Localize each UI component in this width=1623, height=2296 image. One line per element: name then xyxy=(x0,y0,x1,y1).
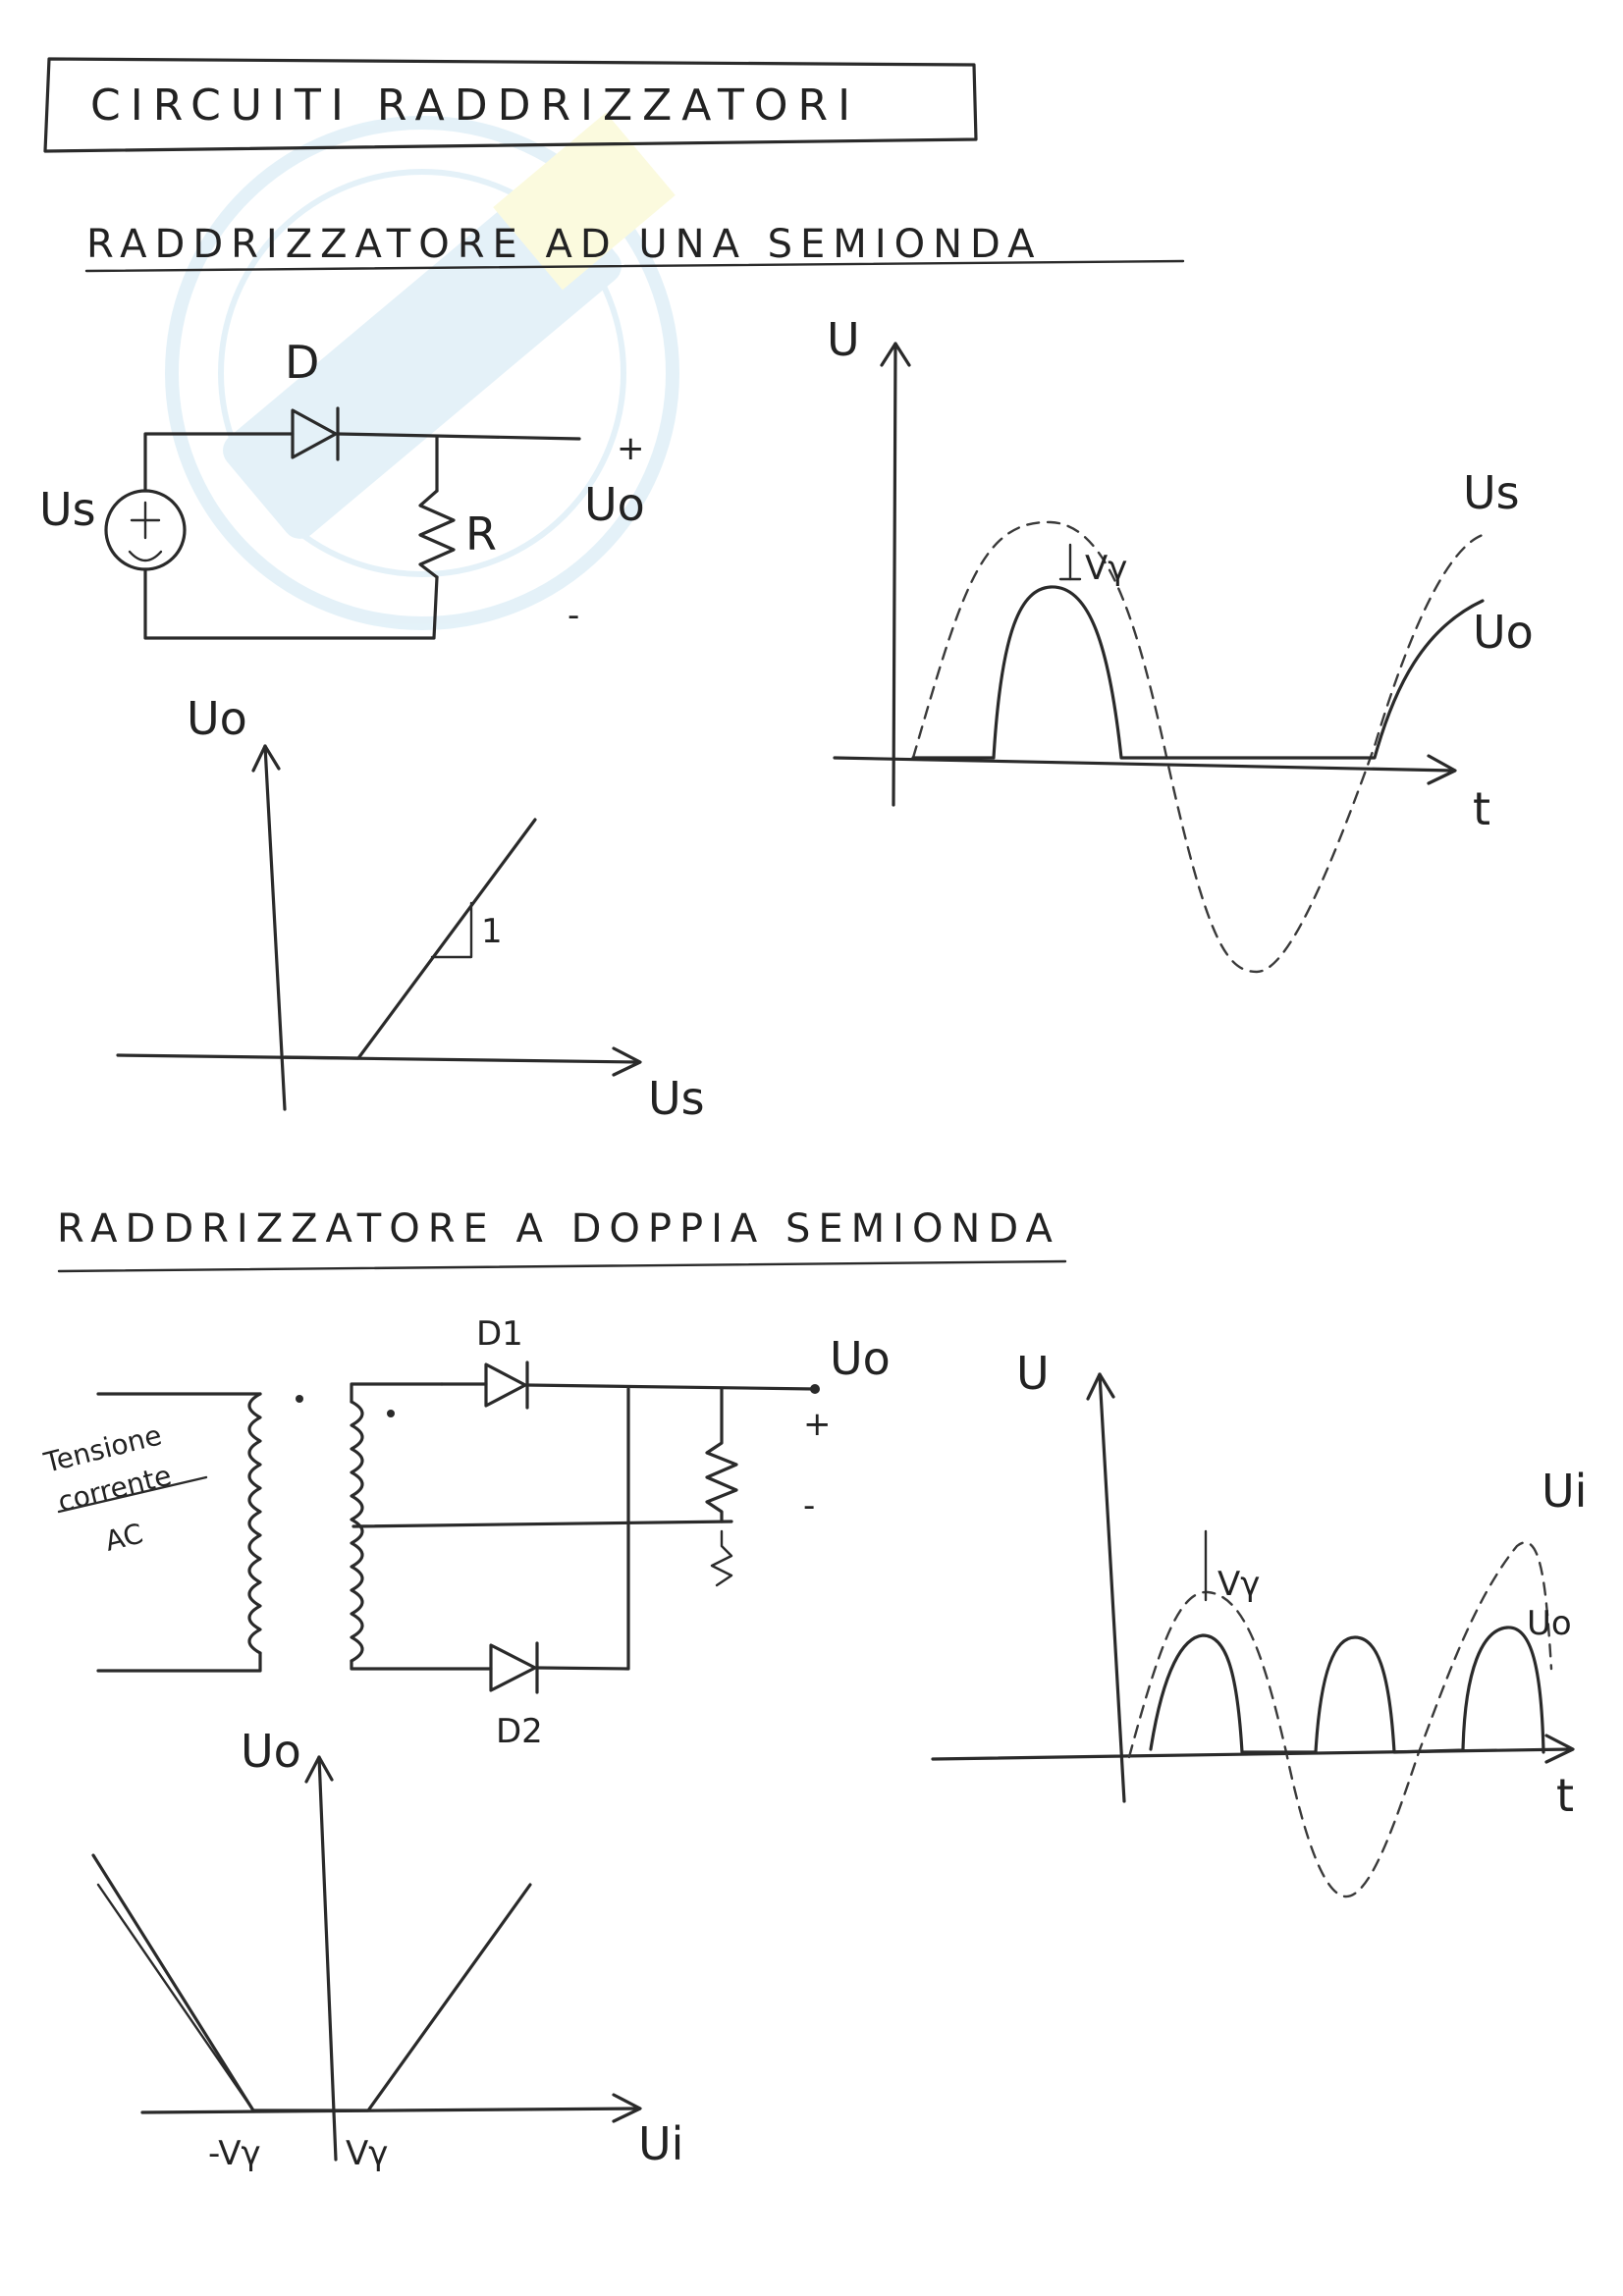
diode-d1-icon xyxy=(484,1362,527,1408)
transfer2-ui-label: Ui xyxy=(638,2117,683,2170)
half-wave-transfer-graph xyxy=(116,744,642,1111)
section-half-wave-title: RADDRIZZATORE AD UNA SEMIONDA xyxy=(86,222,1042,267)
section-full-wave-title: RADDRIZZATORE A DOPPIA SEMIONDA xyxy=(57,1206,1060,1252)
y-axis-arrow-icon xyxy=(251,744,281,773)
waveform-vgamma-label: Vγ xyxy=(1085,549,1127,588)
x-axis-arrow-icon xyxy=(1544,1734,1575,1764)
x-axis xyxy=(140,2107,640,2114)
output-uo-label-2: Uo xyxy=(830,1332,891,1385)
waveform2-vgamma-label: Vγ xyxy=(1217,1565,1260,1604)
full-wave-transfer-graph xyxy=(91,1755,642,2162)
output-plus-label: + xyxy=(617,429,645,468)
full-wave-waveform-graph xyxy=(931,1372,1575,1898)
load-resistor-icon xyxy=(705,1387,738,1523)
x-axis-arrow-icon xyxy=(612,2093,642,2123)
diode-d-icon xyxy=(291,408,338,459)
transfer2-neg-vgamma: -Vγ xyxy=(208,2134,261,2173)
section-full-wave-underline xyxy=(57,1259,1067,1273)
waveform2-y-label: U xyxy=(1016,1347,1050,1400)
full-wave-circuit xyxy=(96,1361,820,1694)
waveform-us-label: Us xyxy=(1463,466,1520,519)
x-axis-arrow-icon xyxy=(612,1046,642,1077)
transfer-us-label: Us xyxy=(648,1072,705,1125)
diode-d-label: D xyxy=(285,336,319,389)
output-minus-label: - xyxy=(568,596,579,635)
transformer-primary-icon xyxy=(247,1392,262,1655)
transfer2-uo-label: Uo xyxy=(241,1725,301,1778)
y-axis xyxy=(1098,1372,1126,1803)
y-axis-arrow-icon xyxy=(1086,1372,1115,1401)
waveform-y-label: U xyxy=(827,313,860,366)
section-half-wave-underline xyxy=(84,259,1185,273)
page-title-box xyxy=(43,57,978,153)
diode-d1-label: D1 xyxy=(476,1314,523,1354)
waveform-x-label: t xyxy=(1473,782,1490,835)
watermark-stamp xyxy=(165,112,679,630)
transformer-secondary-icon xyxy=(350,1400,364,1663)
y-axis xyxy=(317,1755,338,2162)
x-axis xyxy=(116,1053,640,1064)
x-axis xyxy=(833,756,1455,773)
output-uo-label: Uo xyxy=(584,478,645,531)
x-axis-arrow-icon xyxy=(1427,754,1457,785)
transfer-uo-label: Uo xyxy=(187,692,247,745)
waveform-uo-label: Uo xyxy=(1473,606,1534,659)
y-axis-arrow-icon xyxy=(880,342,911,367)
resistor-r-icon xyxy=(418,489,456,579)
output-minus-label-2: - xyxy=(803,1486,815,1525)
resistor-r-label: R xyxy=(465,507,497,561)
diode-d2-icon xyxy=(489,1643,537,1692)
waveform2-uo-label: Uo xyxy=(1527,1604,1572,1643)
transfer2-pos-vgamma: Vγ xyxy=(346,2134,388,2173)
half-wave-waveform-graph xyxy=(833,342,1485,974)
waveform2-x-label: t xyxy=(1556,1769,1574,1822)
y-axis xyxy=(263,744,287,1111)
y-axis-arrow-icon xyxy=(304,1755,334,1784)
source-note-ac: AC xyxy=(102,1518,146,1558)
x-axis xyxy=(931,1747,1573,1761)
source-us-label: Us xyxy=(39,483,96,536)
waveform2-ui-label: Ui xyxy=(1542,1465,1587,1518)
y-axis xyxy=(892,342,897,807)
output-plus-label-2: + xyxy=(803,1405,832,1444)
page-title: CIRCUITI RADDRIZZATORI xyxy=(90,80,860,131)
diode-d2-label: D2 xyxy=(496,1712,543,1751)
half-wave-circuit xyxy=(104,406,581,640)
transfer-slope-label: 1 xyxy=(481,912,503,951)
